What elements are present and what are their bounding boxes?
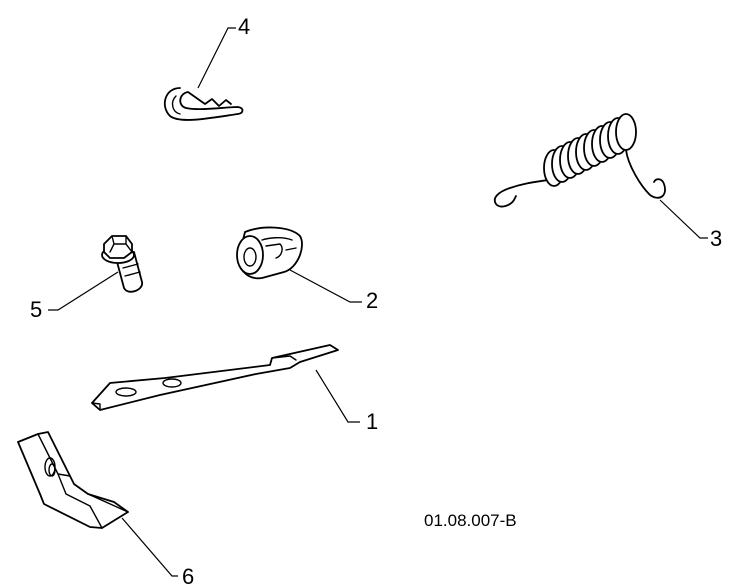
leader-6 <box>121 517 178 577</box>
leader-5 <box>48 271 119 311</box>
leader-2 <box>289 269 362 303</box>
diagram-reference-code: 01.08.007-B <box>424 511 517 530</box>
part-4-hairpin-clip <box>163 87 244 121</box>
part-6-angle-bracket <box>17 431 129 529</box>
callout-6: 6 <box>182 564 194 587</box>
part-3-extension-spring <box>493 113 666 208</box>
callout-4: 4 <box>238 14 250 39</box>
part-2-cam-bushing <box>236 226 303 280</box>
callout-1: 1 <box>366 409 378 434</box>
spring-coils <box>543 113 637 187</box>
callout-5: 5 <box>30 297 42 322</box>
leader-4 <box>197 27 236 89</box>
part-5-flange-bolt <box>101 235 143 293</box>
part-1-lever-plate <box>91 344 339 411</box>
leader-1 <box>315 369 360 423</box>
callout-2: 2 <box>366 288 378 313</box>
leader-lines <box>48 27 708 577</box>
leader-3 <box>659 199 708 239</box>
callout-3: 3 <box>710 226 722 251</box>
